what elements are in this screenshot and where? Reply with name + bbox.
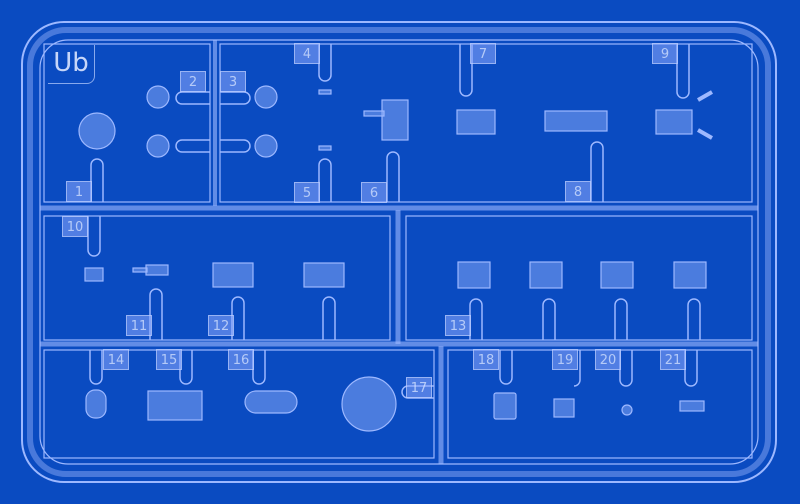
parts	[78, 85, 713, 432]
part-label-3: 3	[220, 71, 246, 92]
part-6	[381, 99, 409, 141]
part-label-13: 13	[445, 315, 471, 336]
part-label-17: 17	[406, 377, 432, 398]
part-label-5: 5	[294, 182, 320, 203]
part-label-18: 18	[473, 349, 499, 370]
part-3b	[254, 134, 278, 158]
part-18	[493, 392, 517, 420]
part-label-9: 9	[652, 43, 678, 64]
part-label-15: 15	[156, 349, 182, 370]
sprue-frame	[21, 21, 777, 483]
part-11	[145, 264, 169, 276]
part-label-2: 2	[180, 71, 206, 92]
part-12b	[303, 262, 345, 288]
part-9	[655, 109, 693, 135]
part-label-16: 16	[228, 349, 254, 370]
part-label-21: 21	[660, 349, 686, 370]
part-label-4: 4	[294, 43, 320, 64]
part-label-11: 11	[126, 315, 152, 336]
runners	[87, 44, 701, 399]
part-3a	[254, 85, 278, 109]
part-label-7: 7	[470, 43, 496, 64]
part-1	[78, 112, 116, 150]
part-15	[147, 390, 203, 421]
part-label-19: 19	[552, 349, 578, 370]
part-5	[318, 145, 332, 151]
part-16	[244, 390, 298, 414]
part-label-20: 20	[595, 349, 621, 370]
sprue-logo: Ub	[48, 45, 95, 84]
part-19	[553, 398, 575, 418]
part-label-1: 1	[66, 181, 92, 202]
part-14	[85, 389, 107, 419]
part-12	[212, 262, 254, 288]
part-7	[456, 109, 496, 135]
part-13a	[457, 261, 491, 289]
part-label-14: 14	[103, 349, 129, 370]
part-10	[84, 267, 104, 282]
part-label-12: 12	[208, 315, 234, 336]
part-17	[341, 376, 397, 432]
part-2a	[146, 85, 170, 109]
part-2b	[146, 134, 170, 158]
part-label-8: 8	[565, 181, 591, 202]
part-20	[621, 404, 633, 416]
part-8	[544, 110, 608, 132]
part-4	[318, 89, 332, 95]
part-label-6: 6	[361, 182, 387, 203]
part-label-10: 10	[62, 216, 88, 237]
part-21	[679, 400, 705, 412]
